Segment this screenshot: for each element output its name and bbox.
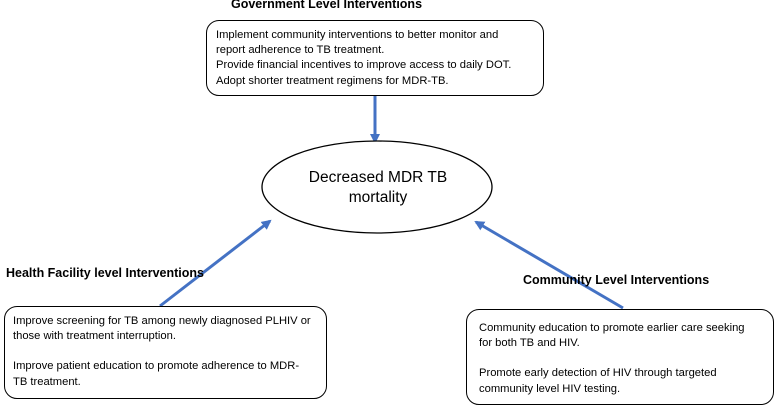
government-line-3: Provide financial incentives to improve … (216, 59, 512, 72)
outcome-line-2: mortality (348, 189, 408, 206)
arrow-community-to-outcome (474, 220, 624, 310)
health-facility-p1-line-2: those with treatment interruption. (13, 330, 176, 343)
health-facility-p2-line-2: TB treatment. (13, 375, 81, 388)
health-facility-heading: Health Facility level Interventions (6, 266, 204, 280)
arrow-health-facility-to-outcome (159, 219, 272, 308)
outcome-label: Decreased MDR TB mortality (262, 168, 494, 208)
outcome-ellipse (261, 140, 493, 234)
government-line-4: Adopt shorter treatment regimens for MDR… (216, 74, 449, 87)
government-line-2: report adherence to TB treatment. (216, 44, 385, 57)
health-facility-box: Improve screening for TB among newly dia… (4, 306, 327, 399)
government-line-1: Implement community interventions to bet… (216, 29, 499, 41)
government-heading: Government Level Interventions (231, 0, 423, 11)
community-p1-line-1: Community education to promote earlier c… (479, 322, 745, 334)
community-heading: Community Level Interventions (523, 273, 710, 287)
government-box: Implement community interventions to bet… (206, 20, 544, 96)
outcome-line-1: Decreased MDR TB (308, 169, 448, 186)
community-p2-line-1: Promote early detection of HIV through t… (479, 367, 717, 380)
community-p1-line-2: for both TB and HIV. (479, 337, 580, 350)
health-facility-p1-line-1: Improve screening for TB among newly dia… (13, 315, 311, 327)
health-facility-p2-line-1: Improve patient education to promote adh… (13, 360, 300, 373)
community-p2-line-2: community level HIV testing. (479, 382, 621, 395)
community-box: Community education to promote earlier c… (466, 309, 774, 405)
